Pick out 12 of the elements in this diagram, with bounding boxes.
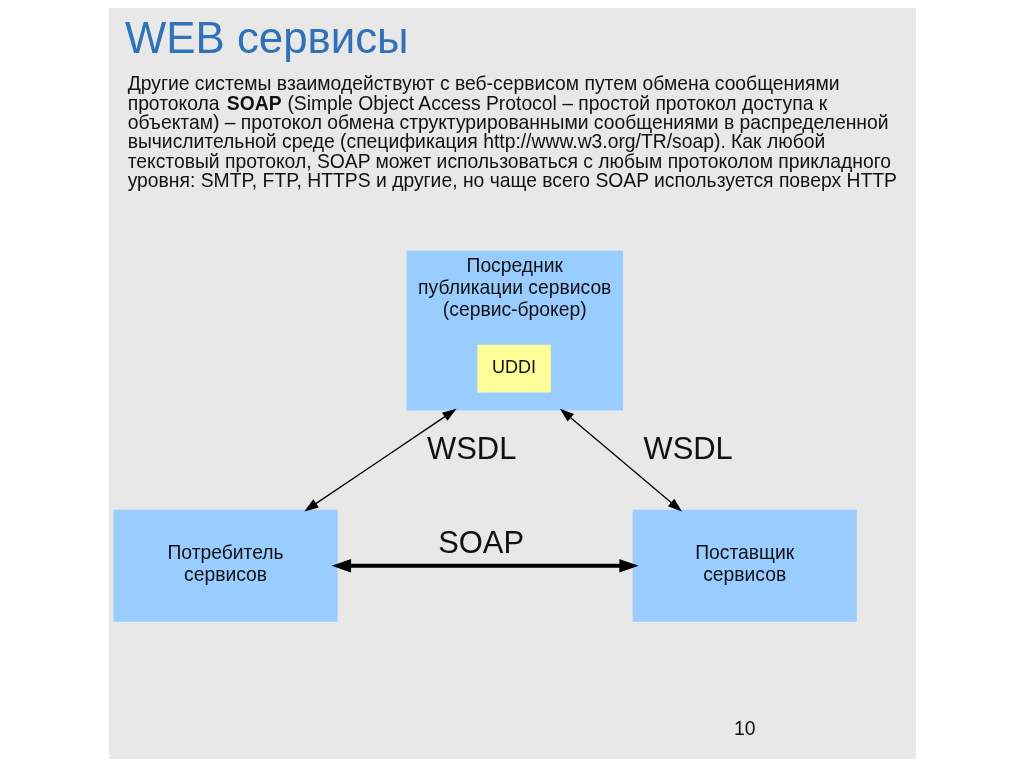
label: 10: [733, 718, 755, 740]
edge-label: SOAP: [437, 525, 523, 561]
edge-label: WSDL: [426, 431, 515, 467]
edge-label: WSDL: [642, 431, 732, 467]
label: Другие системы взаимодействуют с веб-сервисом путем обмена сообщениями протокола SOAP (Simple Object Access Protocol – простой протокол доступа к объектам) – протокол обмена структурированными сообщениями в распределенной вычислительной среде (спецификация http://www.w3.org/TR/soap). Как любой текстовый протокол, SOAP может использоваться с любым протоколом прикладного уровня: SMTP, FTP, HTTPS и другие, но чаще всего SOAP используется поверх HTTP: [127, 73, 897, 192]
node-box: UDDI: [476, 344, 551, 393]
arrow: [303, 408, 456, 512]
diagram-title: WEB сервисы: [124, 13, 409, 63]
node-box: Потребитель сервисов: [113, 509, 338, 622]
arrow: [559, 408, 682, 512]
arrow: [331, 559, 639, 573]
node-box: Поставщик сервисов: [632, 509, 857, 622]
